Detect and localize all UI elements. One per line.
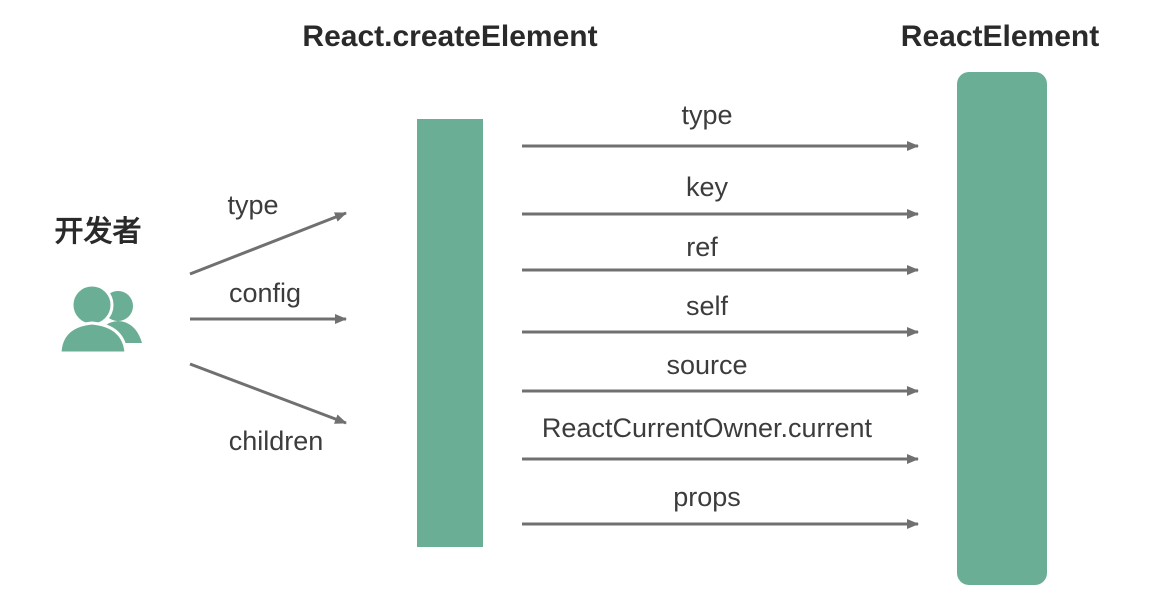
create-element-bar [417,119,483,547]
input-label-type: type [227,190,279,220]
arrow-input-type [189,211,347,276]
output-label-source: source [666,350,748,380]
developer-label: 开发者 [54,216,142,248]
users-icon [58,283,142,355]
input-label-config: config [228,278,302,308]
react-element-bar [957,72,1047,585]
input-label-children: children [228,426,324,456]
output-label-ref: ref [686,232,718,262]
output-label-type: type [681,100,733,130]
output-label-key: key [685,172,729,202]
output-label-self: self [685,291,729,321]
arrow-input-children [189,362,347,425]
output-label-owner: ReactCurrentOwner.current [541,413,873,443]
output-label-props: props [673,482,741,512]
react-element-title: ReactElement [900,20,1100,53]
create-element-title: React.createElement [302,20,598,53]
